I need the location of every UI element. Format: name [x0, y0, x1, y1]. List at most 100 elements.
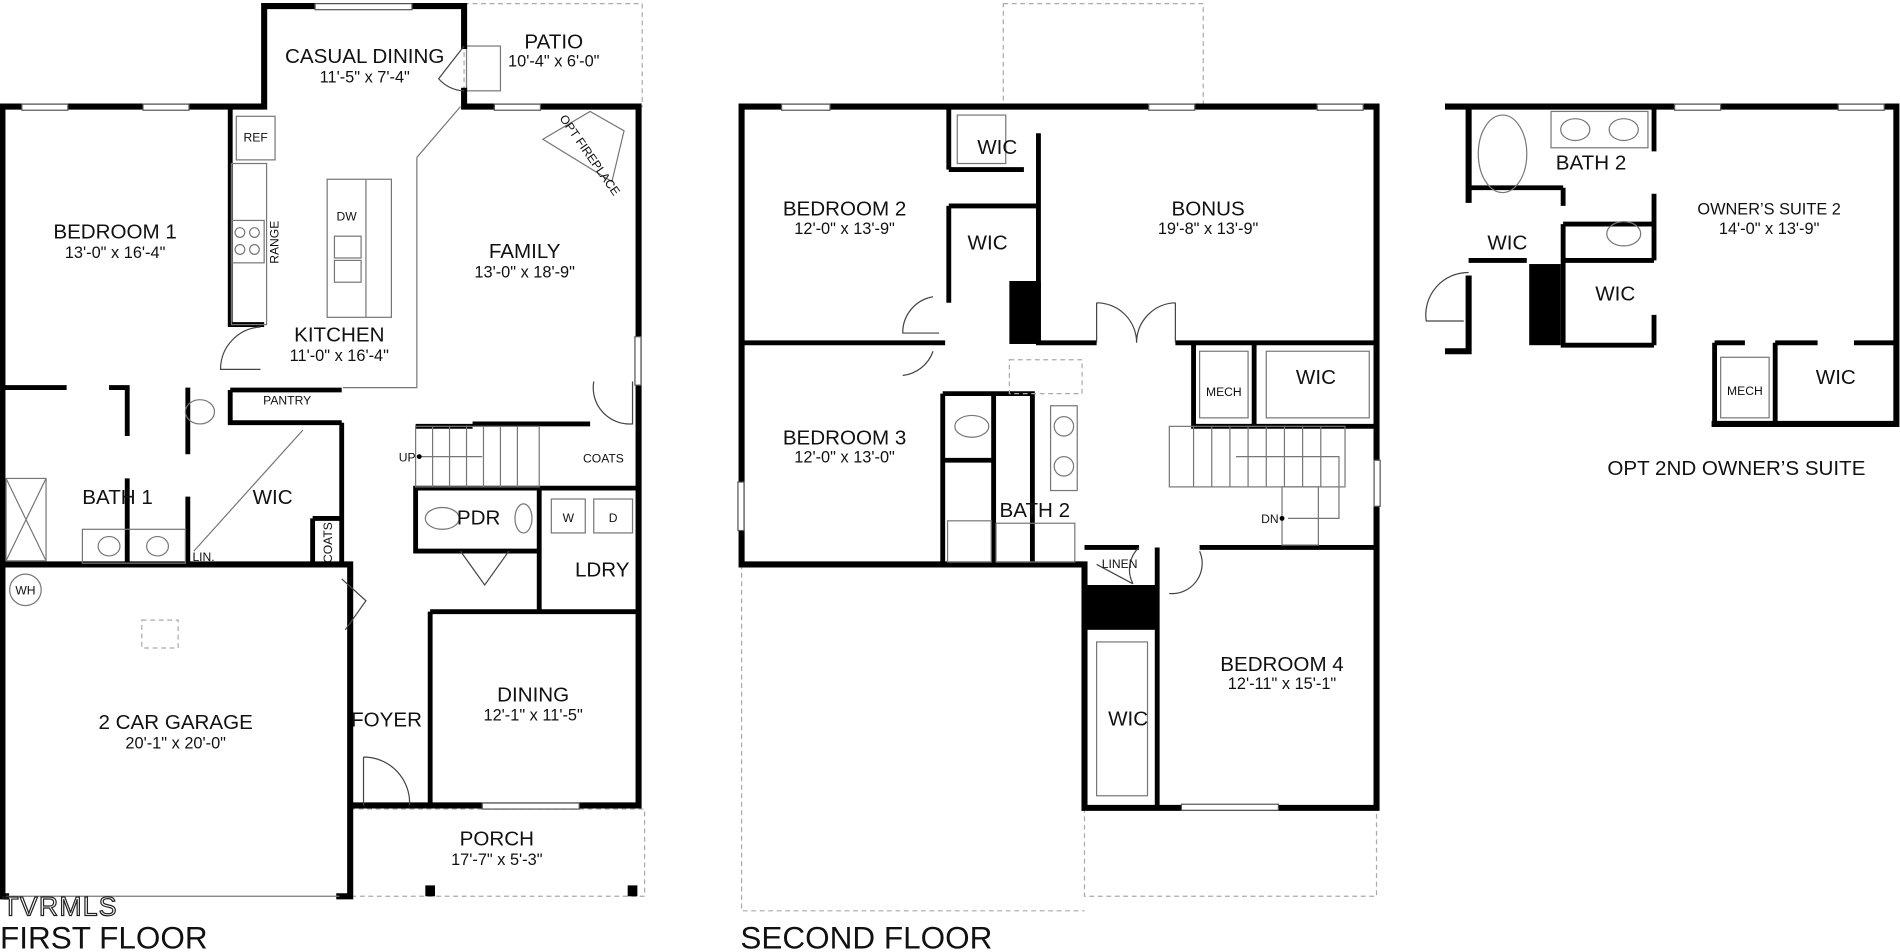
- window: [634, 336, 642, 386]
- room-label: BATH 2: [1556, 152, 1627, 175]
- stairs: [415, 425, 540, 488]
- toilet: [954, 414, 990, 438]
- door[interactable]: [1169, 550, 1203, 595]
- room-dims: 11'-5" x 7'-4": [320, 68, 410, 86]
- fixture-label: COATS: [321, 522, 335, 563]
- room-name: PATIO: [524, 30, 583, 53]
- door[interactable]: [1425, 271, 1469, 322]
- fixture-label: UP: [399, 450, 416, 464]
- shower: [5, 477, 47, 562]
- room-label: 19'-8" x 13'-9": [1158, 220, 1259, 238]
- range: [230, 219, 265, 264]
- room-name: FOYER: [351, 709, 422, 732]
- fixture-label: WH: [15, 584, 35, 598]
- fixture-label: DN: [1261, 512, 1279, 526]
- room-label: OWNER’S SUITE 2: [1697, 200, 1841, 218]
- room-name: WIC: [253, 486, 293, 509]
- kitchen-island: [326, 178, 392, 318]
- door[interactable]: [902, 296, 940, 377]
- owner-suite-walls: [1444, 103, 1900, 427]
- bathtub: [995, 522, 1076, 563]
- window: [21, 103, 69, 111]
- room-name: LDRY: [575, 559, 630, 582]
- room-label: WIC: [1108, 708, 1148, 731]
- door[interactable]: [219, 326, 261, 371]
- fixture-label: RANGE: [268, 221, 282, 264]
- water-heater: [9, 573, 42, 607]
- vanity: [81, 528, 187, 564]
- counter: [230, 162, 268, 326]
- fixture-label: D: [609, 511, 618, 525]
- room-label: 12'-0" x 13'-9": [794, 220, 895, 238]
- sink: [514, 503, 533, 534]
- dryer: [593, 498, 634, 534]
- window: [481, 802, 580, 810]
- stairs: [1168, 425, 1346, 546]
- door[interactable]: [437, 45, 465, 92]
- window: [493, 103, 542, 111]
- fireplace: [541, 110, 625, 183]
- room-name: PDR: [457, 506, 500, 529]
- room-label: BEDROOM 2: [783, 198, 907, 221]
- first-floor-interior-walls: [2, 106, 639, 806]
- room-dims: 12'-1" x 11'-5": [483, 707, 583, 725]
- room-name: FAMILY: [489, 240, 561, 263]
- room-dims: 13'-0" x 16'-4": [65, 244, 166, 262]
- fixture-label: LINEN: [1102, 557, 1138, 571]
- first-floor-title: FIRST FLOOR: [0, 919, 208, 952]
- door[interactable]: [1096, 302, 1176, 343]
- fixture-label: COATS: [583, 452, 624, 466]
- owner-suite-labels: OWNER’S SUITE 2 14'-0" x 13'-9" BATH 2 W…: [1487, 152, 1865, 480]
- second-floor-plan: [737, 3, 1381, 912]
- refrigerator: [235, 115, 276, 161]
- room-name: PORCH: [460, 827, 534, 850]
- toilet: [424, 506, 460, 530]
- room-label: WIC: [977, 136, 1017, 159]
- room-label: WIC: [1816, 366, 1856, 389]
- room-label: BEDROOM 3: [783, 427, 907, 450]
- room-name: BEDROOM 1: [53, 221, 177, 244]
- room-dims: 20'-1" x 20'-0": [125, 735, 226, 753]
- room-name: CASUAL DINING: [285, 45, 444, 68]
- fixture-label: LIN.: [192, 550, 214, 564]
- owner-suite-title: OPT 2ND OWNER’S SUITE: [1607, 457, 1865, 480]
- room-name: 2 CAR GARAGE: [98, 711, 252, 734]
- room-label: WIC: [1487, 232, 1527, 255]
- fixture-label: W: [563, 511, 575, 525]
- fixture-label: DW: [336, 209, 357, 223]
- first-floor-labels: CASUAL DINING 11'-5" x 7'-4" PATIO 10'-4…: [0, 30, 630, 952]
- fixture-label: MECH: [1206, 385, 1242, 399]
- washer: [550, 498, 586, 534]
- door[interactable]: [592, 381, 634, 425]
- room-dims: 13'-0" x 18'-9": [474, 263, 575, 281]
- room-label: 12'-11" x 15'-1": [1228, 675, 1337, 693]
- door[interactable]: [459, 550, 510, 587]
- patio-outline: [463, 3, 643, 108]
- room-name: KITCHEN: [294, 324, 384, 347]
- first-floor-plan: [0, 3, 646, 900]
- window: [142, 103, 190, 111]
- second-floor-title: SECOND FLOOR: [740, 919, 992, 952]
- fixture-label: MECH: [1727, 384, 1763, 398]
- window: [314, 3, 413, 11]
- toilet: [184, 399, 216, 425]
- bathtub: [1477, 114, 1528, 194]
- room-label: WIC: [1296, 366, 1336, 389]
- room-label: 14'-0" x 13'-9": [1719, 220, 1820, 238]
- fixture-label: REF: [244, 131, 268, 145]
- room-name: BATH 1: [82, 486, 153, 509]
- owner-suite-plan: [1425, 103, 1900, 427]
- room-dims: 17'-7" x 5'-3": [451, 851, 543, 869]
- room-label: BEDROOM 4: [1220, 653, 1344, 676]
- toilet: [1606, 221, 1642, 247]
- door[interactable]: [362, 756, 411, 806]
- door[interactable]: [341, 578, 367, 631]
- room-dims: 10'-4" x 6'-0": [508, 53, 600, 71]
- room-label: 12'-0" x 13'-0": [794, 449, 895, 467]
- room-label: BONUS: [1171, 198, 1244, 221]
- room-label: WIC: [1595, 282, 1635, 305]
- room-name: DINING: [497, 683, 569, 706]
- door[interactable]: [1096, 547, 1140, 585]
- room-label: WIC: [968, 232, 1008, 255]
